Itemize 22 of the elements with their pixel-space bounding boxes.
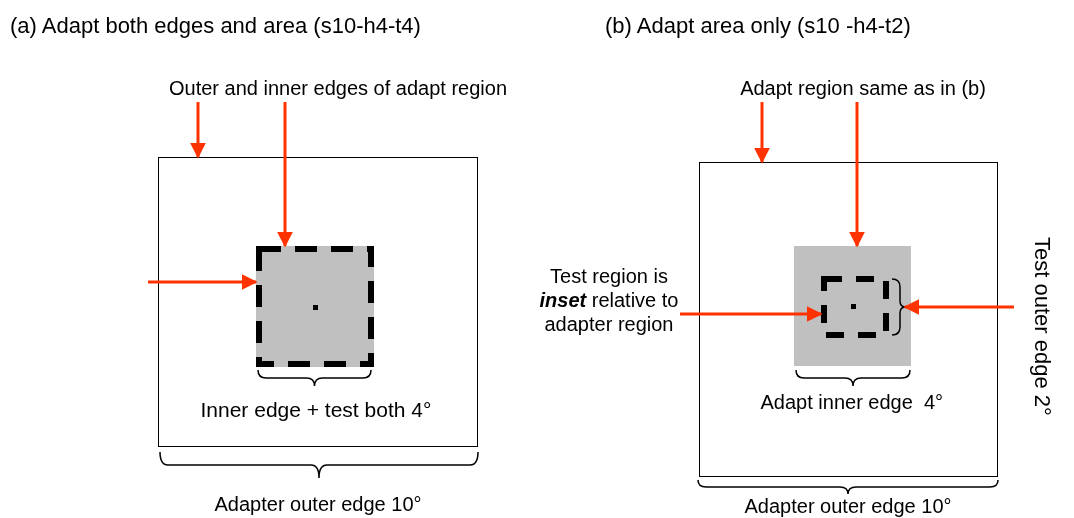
- panel-title: (a) Adapt both edges and area (s10-h4-t4): [10, 14, 421, 38]
- annotation-text: Test outer edge 2°: [1014, 226, 1054, 426]
- arrow: [148, 274, 258, 290]
- arrow: [680, 306, 823, 322]
- arrow: [849, 102, 865, 248]
- test-region-outline: [821, 276, 905, 338]
- annotation-text: Adapt region same as in (b): [683, 76, 1043, 102]
- arrow: [754, 102, 770, 164]
- adapt-region-square: [256, 246, 374, 367]
- adapt-region-square: [794, 246, 911, 366]
- dimension-label: Inner edge + test both 4°: [200, 398, 432, 422]
- adapter-outer-box: [158, 157, 478, 447]
- dimension-label: Adapter outer edge 10°: [214, 492, 422, 516]
- annotation-text: Outer and inner edges of adapt region: [128, 76, 548, 102]
- dimension-label: Adapter outer edge 10°: [744, 494, 952, 518]
- panel-title: (b) Adapt area only (s10 -h4-t2): [605, 14, 911, 38]
- arrow: [277, 102, 293, 248]
- arrow: [903, 299, 1014, 315]
- annotation-text: Test region is inset relative to adapter region: [538, 264, 680, 364]
- adapter-outer-box: [699, 162, 998, 477]
- dimension-label: Adapt inner edge 4°: [760, 390, 944, 414]
- arrow: [190, 102, 206, 159]
